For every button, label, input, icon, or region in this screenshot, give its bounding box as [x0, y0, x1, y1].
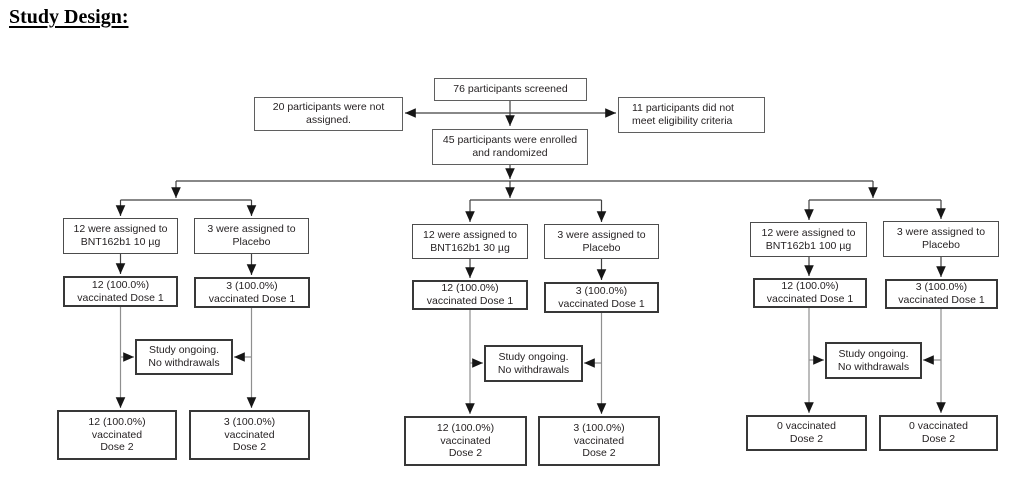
connector-lines	[115, 101, 946, 414]
group-30ug-dose2-placebo-box: 3 (100.0%) vaccinated Dose 2	[538, 416, 660, 466]
group-100ug-dose2-vaccine-box: 0 vaccinated Dose 2	[746, 415, 867, 451]
group-10ug-dose1-placebo-box: 3 (100.0%) vaccinated Dose 1	[194, 277, 310, 308]
group-10ug-dose1-vaccine-box: 12 (100.0%) vaccinated Dose 1	[63, 276, 178, 307]
group-100ug-dose2-placebo-box: 0 vaccinated Dose 2	[879, 415, 998, 451]
group-30ug-dose1-placebo-box: 3 (100.0%) vaccinated Dose 1	[544, 282, 659, 313]
group-30ug-status-box: Study ongoing. No withdrawals	[484, 345, 583, 382]
group-30ug-dose1-vaccine-box: 12 (100.0%) vaccinated Dose 1	[412, 280, 528, 310]
group-10ug-assigned-vaccine-box: 12 were assigned to BNT162b1 10 µg	[63, 218, 178, 254]
box-not-assigned: 20 participants were not assigned.	[254, 97, 403, 131]
box-not-eligible: 11 participants did not meet eligibility…	[618, 97, 765, 133]
group-10ug-dose2-placebo-box: 3 (100.0%) vaccinated Dose 2	[189, 410, 310, 460]
group-100ug-dose1-vaccine-box: 12 (100.0%) vaccinated Dose 1	[753, 278, 867, 308]
group-100ug-assigned-vaccine-box: 12 were assigned to BNT162b1 100 µg	[750, 222, 867, 257]
group-100ug-dose1-placebo-box: 3 (100.0%) vaccinated Dose 1	[885, 279, 998, 309]
group-100ug-status-box: Study ongoing. No withdrawals	[825, 342, 922, 379]
group-10ug-assigned-placebo-box: 3 were assigned to Placebo	[194, 218, 309, 254]
group-30ug-assigned-placebo-box: 3 were assigned to Placebo	[544, 224, 659, 259]
box-screened: 76 participants screened	[434, 78, 587, 101]
group-30ug-assigned-vaccine-box: 12 were assigned to BNT162b1 30 µg	[412, 224, 528, 259]
group-10ug-dose2-vaccine-box: 12 (100.0%) vaccinated Dose 2	[57, 410, 177, 460]
page-title: Study Design:	[9, 6, 129, 28]
group-10ug-status-box: Study ongoing. No withdrawals	[135, 339, 233, 375]
box-enrolled-randomized: 45 participants were enrolled and random…	[432, 129, 588, 165]
group-30ug-dose2-vaccine-box: 12 (100.0%) vaccinated Dose 2	[404, 416, 527, 466]
group-100ug-assigned-placebo-box: 3 were assigned to Placebo	[883, 221, 999, 257]
